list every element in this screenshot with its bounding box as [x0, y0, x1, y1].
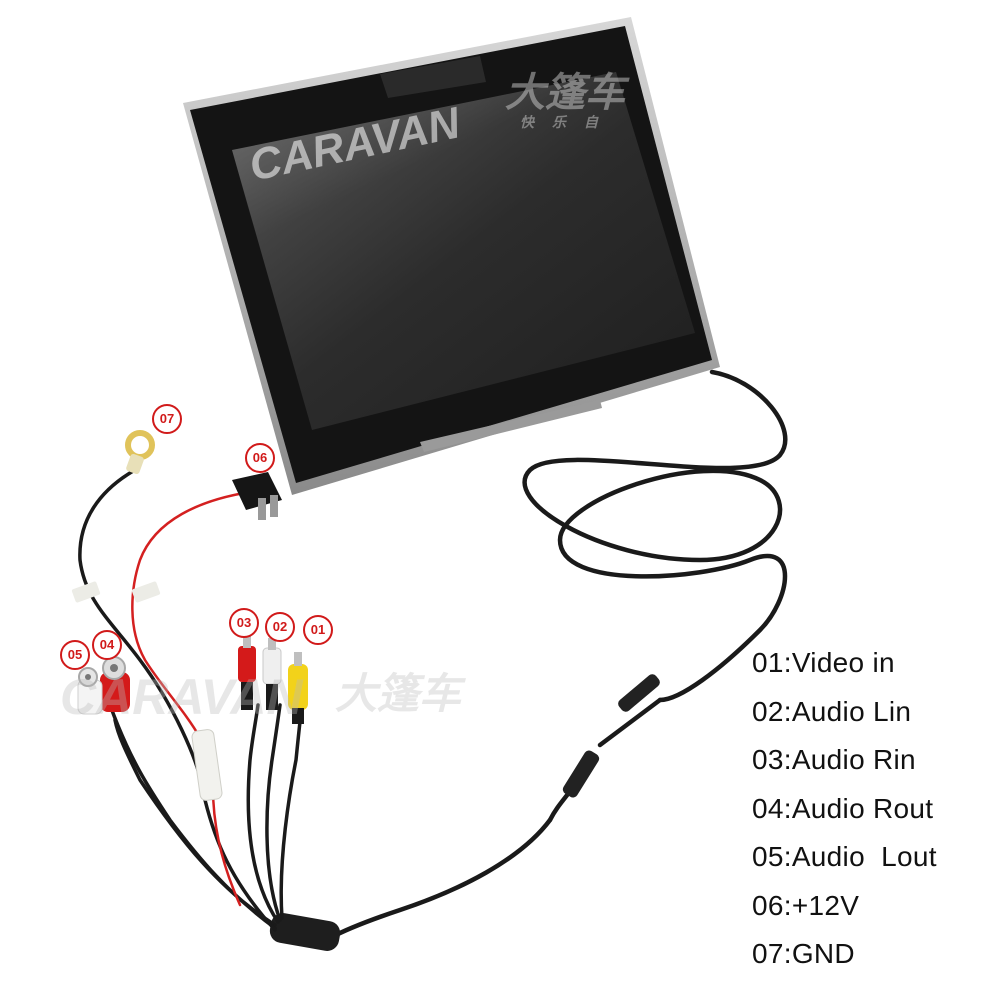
watermark-chinese-slogan-monitor: 快乐自 [520, 114, 616, 130]
red-power-wire [131, 490, 252, 907]
monitor-top-tab [380, 56, 486, 98]
harness-junction-box [269, 913, 341, 951]
lcd-monitor [183, 17, 720, 495]
callout-02: 02 [265, 612, 295, 642]
inline-fuse-holder [191, 729, 223, 801]
legend-item-audio-rin: 03:Audio Rin [752, 744, 916, 775]
legend-item-audio-lin: 02:Audio Lin [752, 695, 912, 727]
legend-item-audio-rout: 04:Audio Rout [752, 792, 934, 824]
watermark-chinese-brand-monitor: 大篷车 [505, 71, 625, 115]
callout-07: 07 [152, 404, 182, 434]
callout-05: 05 [60, 640, 90, 670]
rca-jack-05-white [77, 667, 103, 715]
legend-item-power-12v: 06:+12V [752, 889, 860, 921]
rca-plug-01-yellow [288, 652, 308, 724]
cable-connector-upper [618, 674, 660, 712]
monitor-bottom-light-bar [420, 400, 602, 452]
legend-item-video-in: 01:Video in [752, 647, 895, 678]
callout-01: 01 [303, 615, 333, 645]
legend-item-audio-lout: 05:Audio Lout [752, 841, 937, 872]
gnd-ring-terminal [125, 430, 155, 475]
wire-label-tag-left [71, 581, 101, 603]
legend-item-gnd: 07:GND [752, 938, 855, 969]
rca-plug-02-white [262, 638, 282, 710]
rca-plug-03-red [238, 636, 256, 710]
power-blade-terminal [232, 472, 282, 520]
rca-jack-04-red [100, 656, 130, 712]
callout-06: 06 [245, 443, 275, 473]
pinout-legend: 01:Video in 02:Audio Lin 03:Audio Rin 04… [752, 643, 992, 983]
callout-03: 03 [229, 608, 259, 638]
watermark-chinese-brand-harness: 大篷车 [335, 670, 462, 717]
watermark-brand-harness: CARAVAN [60, 669, 303, 725]
screen-glare [232, 72, 616, 250]
cable-connector-lower [562, 750, 600, 798]
wire-label-tag-right [131, 581, 161, 603]
callout-04: 04 [92, 630, 122, 660]
